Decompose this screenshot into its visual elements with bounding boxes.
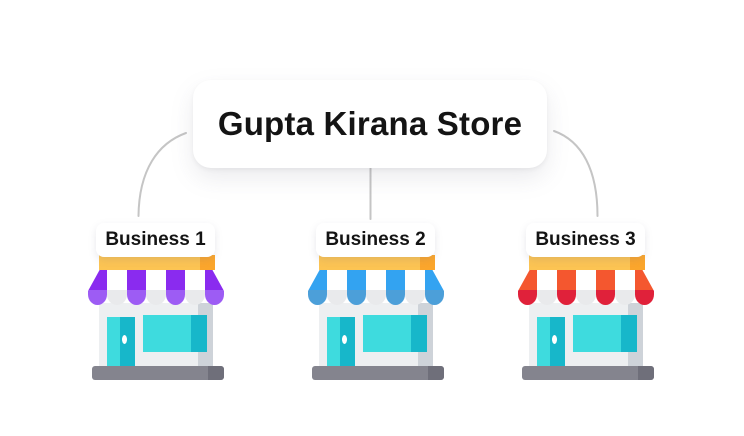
storefront-door bbox=[107, 317, 135, 367]
connector-line-left bbox=[137, 132, 187, 217]
storefront-body bbox=[99, 303, 213, 367]
business-3-label-card: Business 3 bbox=[526, 223, 645, 257]
business-1-store: Business 1 bbox=[88, 223, 224, 380]
storefront-bar-accent bbox=[420, 255, 435, 270]
business-1-label: Business 1 bbox=[105, 229, 206, 250]
business-2-label: Business 2 bbox=[325, 229, 426, 250]
storefront-window bbox=[143, 315, 207, 352]
business-2-label-card: Business 2 bbox=[316, 223, 435, 257]
storefront-base bbox=[312, 366, 444, 380]
storefront-awning-icon bbox=[518, 270, 654, 305]
door-handle bbox=[122, 335, 127, 344]
storefront-base bbox=[522, 366, 654, 380]
connector-line-right bbox=[553, 130, 599, 217]
storefront-base bbox=[92, 366, 224, 380]
root-title-card: Gupta Kirana Store bbox=[193, 80, 547, 168]
storefront-body bbox=[319, 303, 433, 367]
storefront-window bbox=[363, 315, 427, 352]
root-title: Gupta Kirana Store bbox=[217, 105, 523, 142]
storefront-body bbox=[529, 303, 643, 367]
storefront-top-bar bbox=[529, 255, 645, 270]
storefront-top-bar bbox=[319, 255, 435, 270]
door-handle bbox=[342, 335, 347, 344]
storefront-door bbox=[537, 317, 565, 367]
storefront-bar-accent bbox=[200, 255, 215, 270]
business-2-store: Business 2 bbox=[308, 223, 444, 380]
door-handle bbox=[552, 335, 557, 344]
storefront-awning-icon bbox=[88, 270, 224, 305]
storefront-bar-accent bbox=[630, 255, 645, 270]
storefront-door bbox=[327, 317, 355, 367]
storefront-window bbox=[573, 315, 637, 352]
storefront-top-bar bbox=[99, 255, 215, 270]
business-1-label-card: Business 1 bbox=[96, 223, 215, 257]
business-3-label: Business 3 bbox=[535, 229, 636, 250]
business-3-store: Business 3 bbox=[518, 223, 654, 380]
storefront-awning-icon bbox=[308, 270, 444, 305]
